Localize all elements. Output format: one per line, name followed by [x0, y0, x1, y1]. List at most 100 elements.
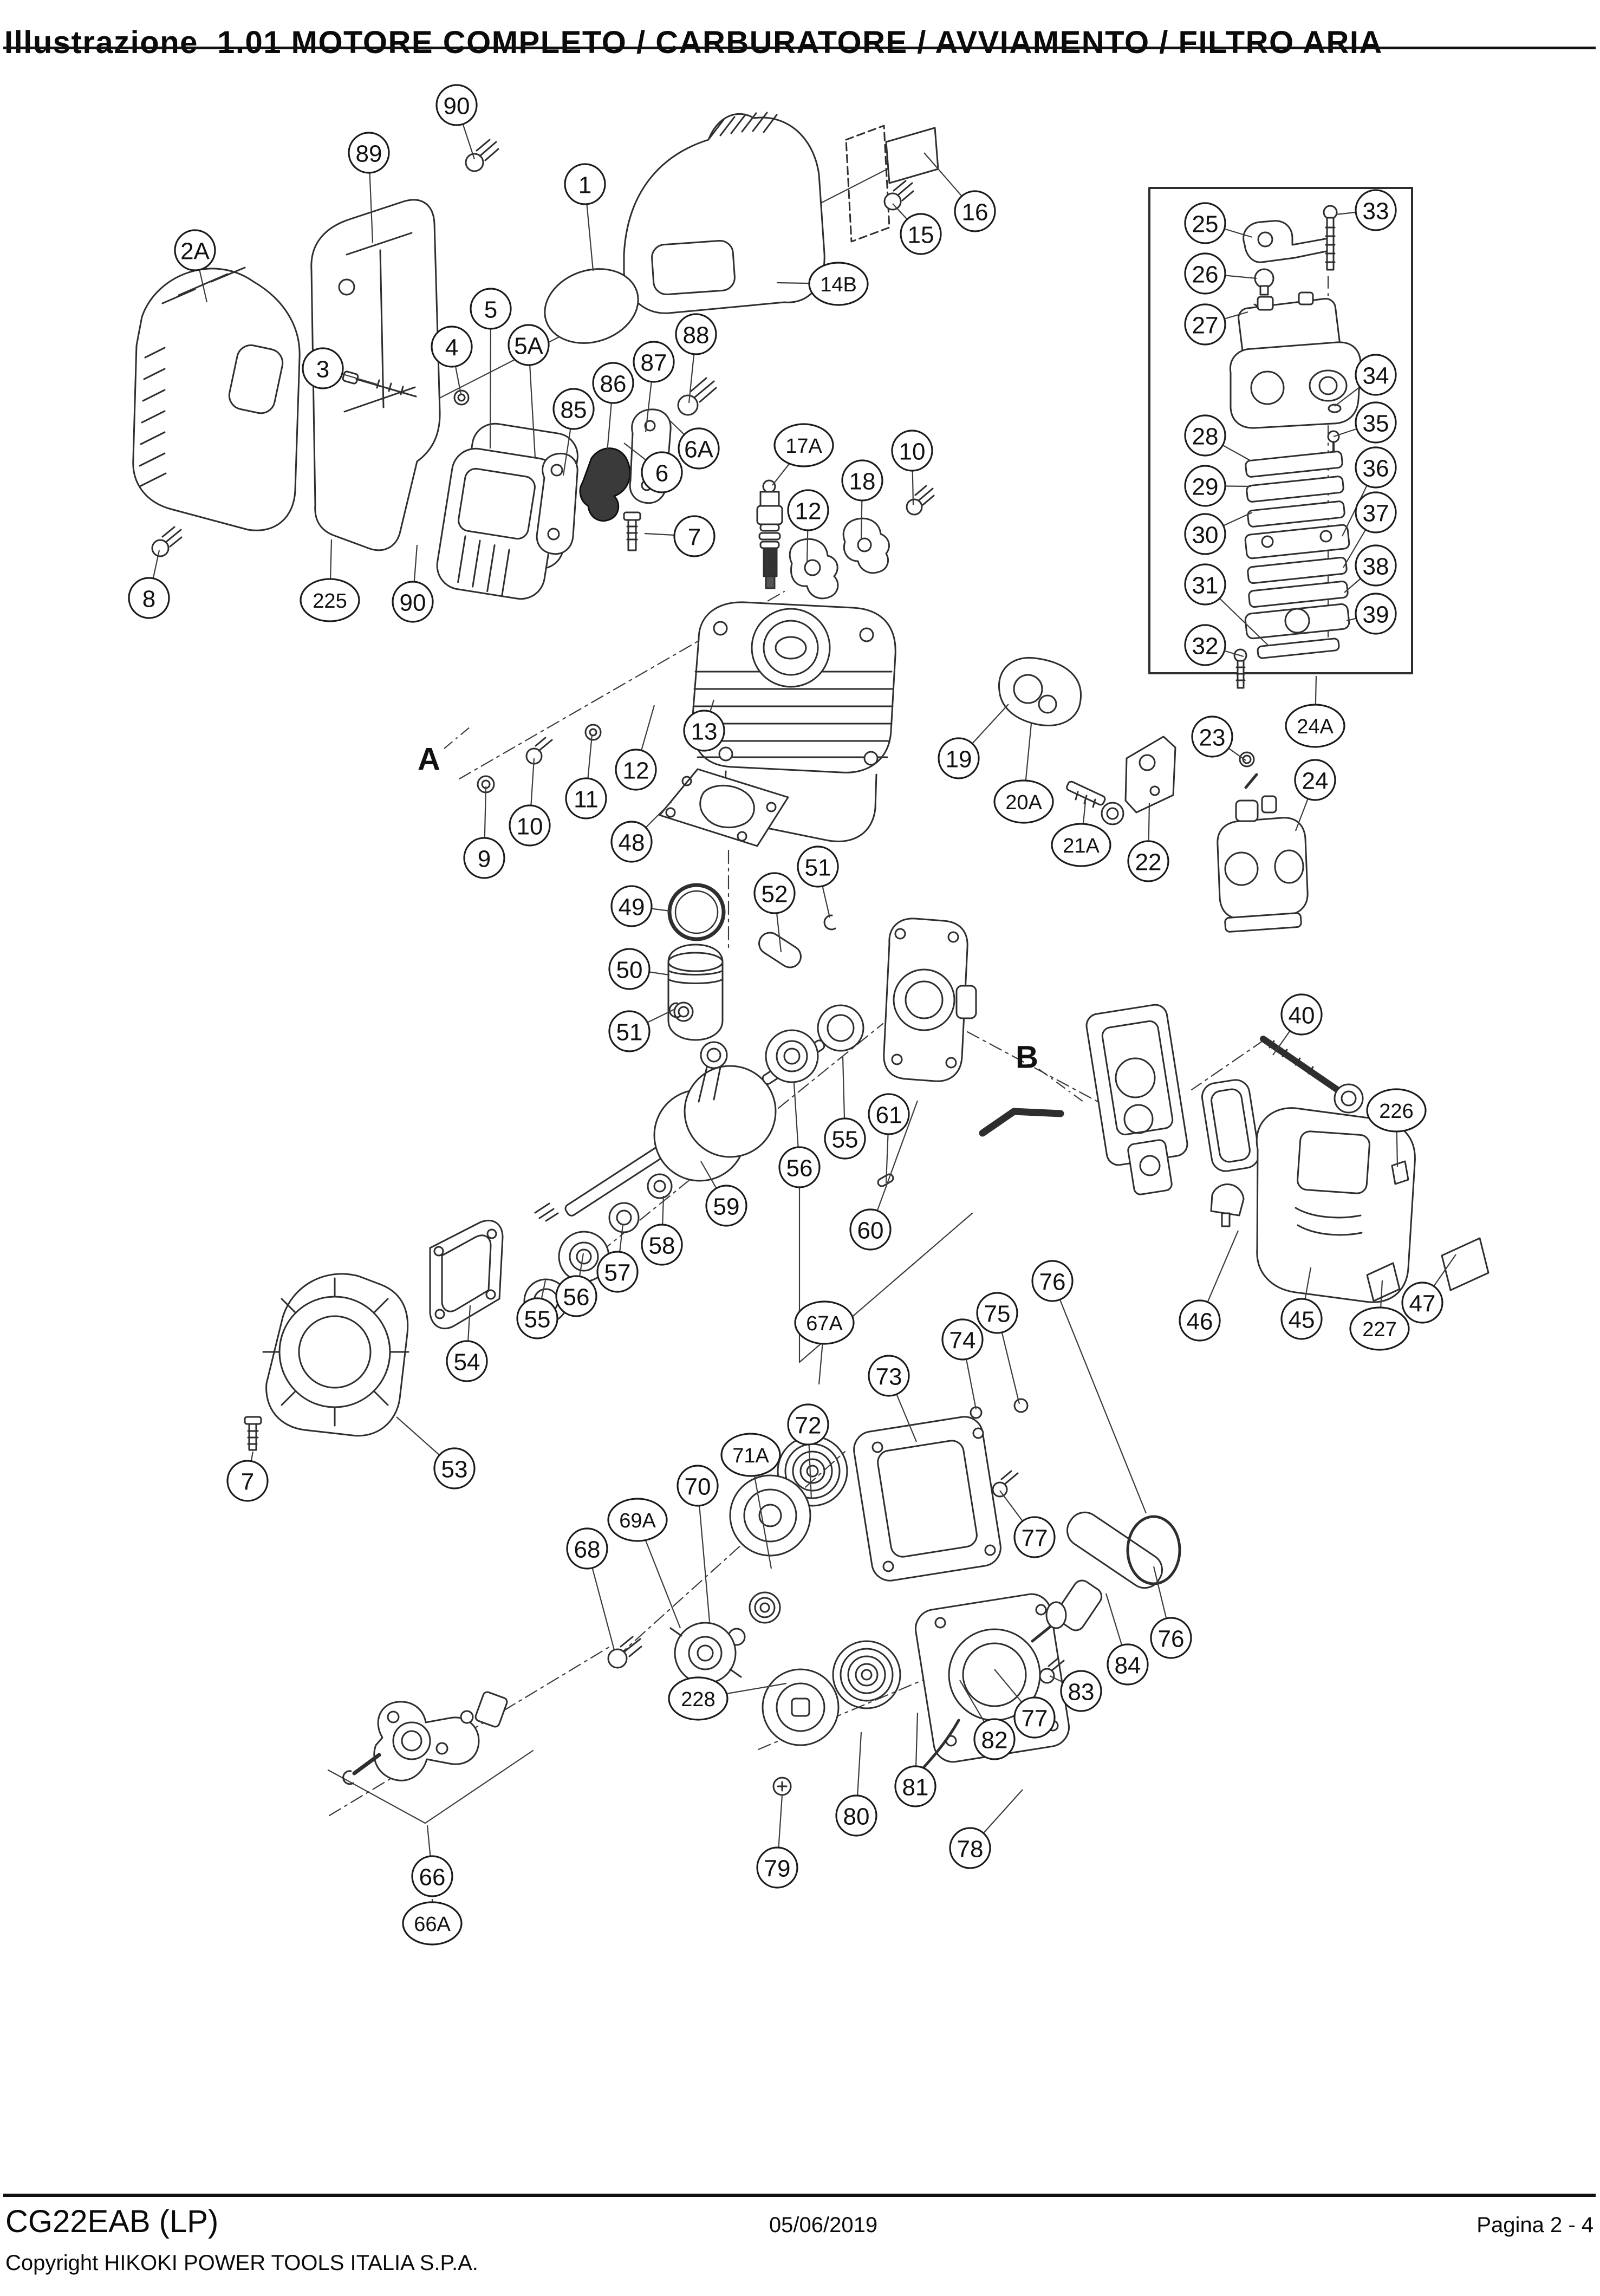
- callout-label: 76: [1158, 1626, 1185, 1653]
- callout-5A: 5A: [508, 324, 550, 366]
- callout-13: 13: [683, 710, 725, 752]
- piston-group-sketches: [659, 768, 836, 1041]
- callout-label: 25: [1192, 211, 1219, 238]
- callout-28: 28: [1184, 414, 1226, 457]
- callout-40: 40: [1280, 993, 1323, 1036]
- callout-label: 82: [981, 1727, 1008, 1754]
- callout-85: 85: [552, 388, 595, 430]
- callout-23: 23: [1191, 716, 1233, 758]
- callout-24: 24: [1294, 759, 1336, 801]
- starter-handle-sketch: [1045, 1511, 1181, 1631]
- callout-label: 1: [578, 172, 591, 199]
- callout-7: 7: [673, 515, 716, 557]
- callout-227: 227: [1349, 1306, 1410, 1351]
- callout-label: 89: [356, 141, 382, 167]
- callout-label: 2A: [180, 238, 210, 265]
- top-cover-sketch: [623, 112, 825, 314]
- plate-sketch: [885, 127, 939, 184]
- callout-label: 6A: [684, 437, 713, 463]
- callout-label: 73: [876, 1364, 902, 1390]
- callout-label: 227: [1362, 1318, 1396, 1341]
- callout-71A: 71A: [720, 1433, 781, 1477]
- callout-label: 69A: [619, 1510, 656, 1532]
- callout-39: 39: [1355, 593, 1397, 635]
- callout-83: 83: [1060, 1670, 1102, 1712]
- callout-label: 34: [1363, 363, 1389, 389]
- callout-label: 66A: [414, 1913, 451, 1936]
- callout-52: 52: [753, 872, 796, 914]
- callout-label: 18: [849, 469, 876, 495]
- callout-49: 49: [610, 885, 653, 927]
- callout-label: 40: [1289, 1003, 1315, 1029]
- intake-carb-sketch: [998, 656, 1309, 933]
- callout-label: 37: [1363, 500, 1389, 527]
- footer-date: 05/06/2019: [769, 2213, 878, 2237]
- callout-33: 33: [1355, 189, 1397, 231]
- callout-72: 72: [787, 1403, 829, 1446]
- callout-label: 16: [962, 199, 988, 226]
- callout-17A: 17A: [773, 423, 834, 467]
- fan-case-sketch: [853, 1398, 1029, 1582]
- callout-48: 48: [610, 821, 653, 863]
- callout-84: 84: [1107, 1643, 1149, 1686]
- sticker-sketch: [544, 268, 639, 344]
- clutch-sketch: [342, 1691, 508, 1785]
- callout-label: 55: [524, 1306, 551, 1333]
- callout-50: 50: [608, 948, 651, 990]
- callout-label: 83: [1068, 1679, 1095, 1706]
- callout-label: 51: [616, 1019, 643, 1046]
- callout-29: 29: [1184, 465, 1226, 507]
- callout-10: 10: [509, 804, 551, 847]
- callout-37: 37: [1355, 491, 1397, 534]
- callout-label: 28: [1192, 424, 1219, 450]
- callout-label: 84: [1115, 1653, 1141, 1679]
- callout-77: 77: [1013, 1516, 1056, 1558]
- callout-26: 26: [1184, 252, 1226, 295]
- callout-label: 33: [1363, 198, 1389, 225]
- callout-label: 70: [685, 1474, 711, 1500]
- callout-21A: 21A: [1051, 823, 1111, 867]
- callout-label: 27: [1192, 313, 1219, 339]
- callout-label: 77: [1022, 1525, 1048, 1552]
- reference-letter-A: A: [418, 742, 440, 777]
- callout-88: 88: [675, 313, 717, 355]
- callout-label: 46: [1187, 1309, 1213, 1335]
- callout-label: 19: [946, 746, 972, 773]
- callout-label: 90: [444, 93, 470, 120]
- footer-page-number: Pagina 2 - 4: [1477, 2213, 1594, 2237]
- starter-pawl-sketch: [607, 1591, 781, 1684]
- footer-rule: [3, 2194, 1596, 2197]
- callout-label: 35: [1363, 411, 1389, 437]
- callout-label: 10: [899, 439, 926, 465]
- callout-25: 25: [1184, 202, 1226, 244]
- callout-45: 45: [1280, 1298, 1323, 1340]
- callout-15: 15: [900, 213, 942, 255]
- callout-label: 36: [1363, 456, 1389, 482]
- callout-label: 45: [1289, 1307, 1315, 1334]
- callout-bubbles: 12A89903455A8586878814B151666A717A181012…: [128, 84, 1443, 1946]
- callout-10: 10: [891, 430, 933, 472]
- callout-12: 12: [615, 749, 657, 791]
- callout-label: 48: [619, 830, 645, 856]
- cylinder-sketch: [691, 601, 896, 842]
- callout-82: 82: [973, 1718, 1016, 1760]
- callout-label: 87: [641, 350, 667, 376]
- callout-20A: 20A: [993, 779, 1054, 824]
- callout-label: 22: [1135, 849, 1162, 876]
- fan-cover-sketch: [310, 199, 441, 551]
- callout-16: 16: [954, 190, 996, 232]
- footer-model-code: CG22EAB (LP): [5, 2204, 219, 2239]
- callout-label: 39: [1363, 602, 1389, 628]
- callout-label: 55: [832, 1127, 858, 1153]
- callout-59: 59: [705, 1185, 747, 1227]
- callout-5: 5: [470, 288, 512, 330]
- callout-225: 225: [300, 578, 360, 622]
- callout-18: 18: [841, 459, 883, 502]
- callout-46: 46: [1179, 1299, 1221, 1342]
- callout-81: 81: [894, 1765, 936, 1807]
- callout-label: 9: [478, 846, 491, 873]
- callout-label: 60: [857, 1218, 884, 1244]
- callout-label: 4: [445, 335, 458, 361]
- callout-label: 53: [441, 1456, 468, 1483]
